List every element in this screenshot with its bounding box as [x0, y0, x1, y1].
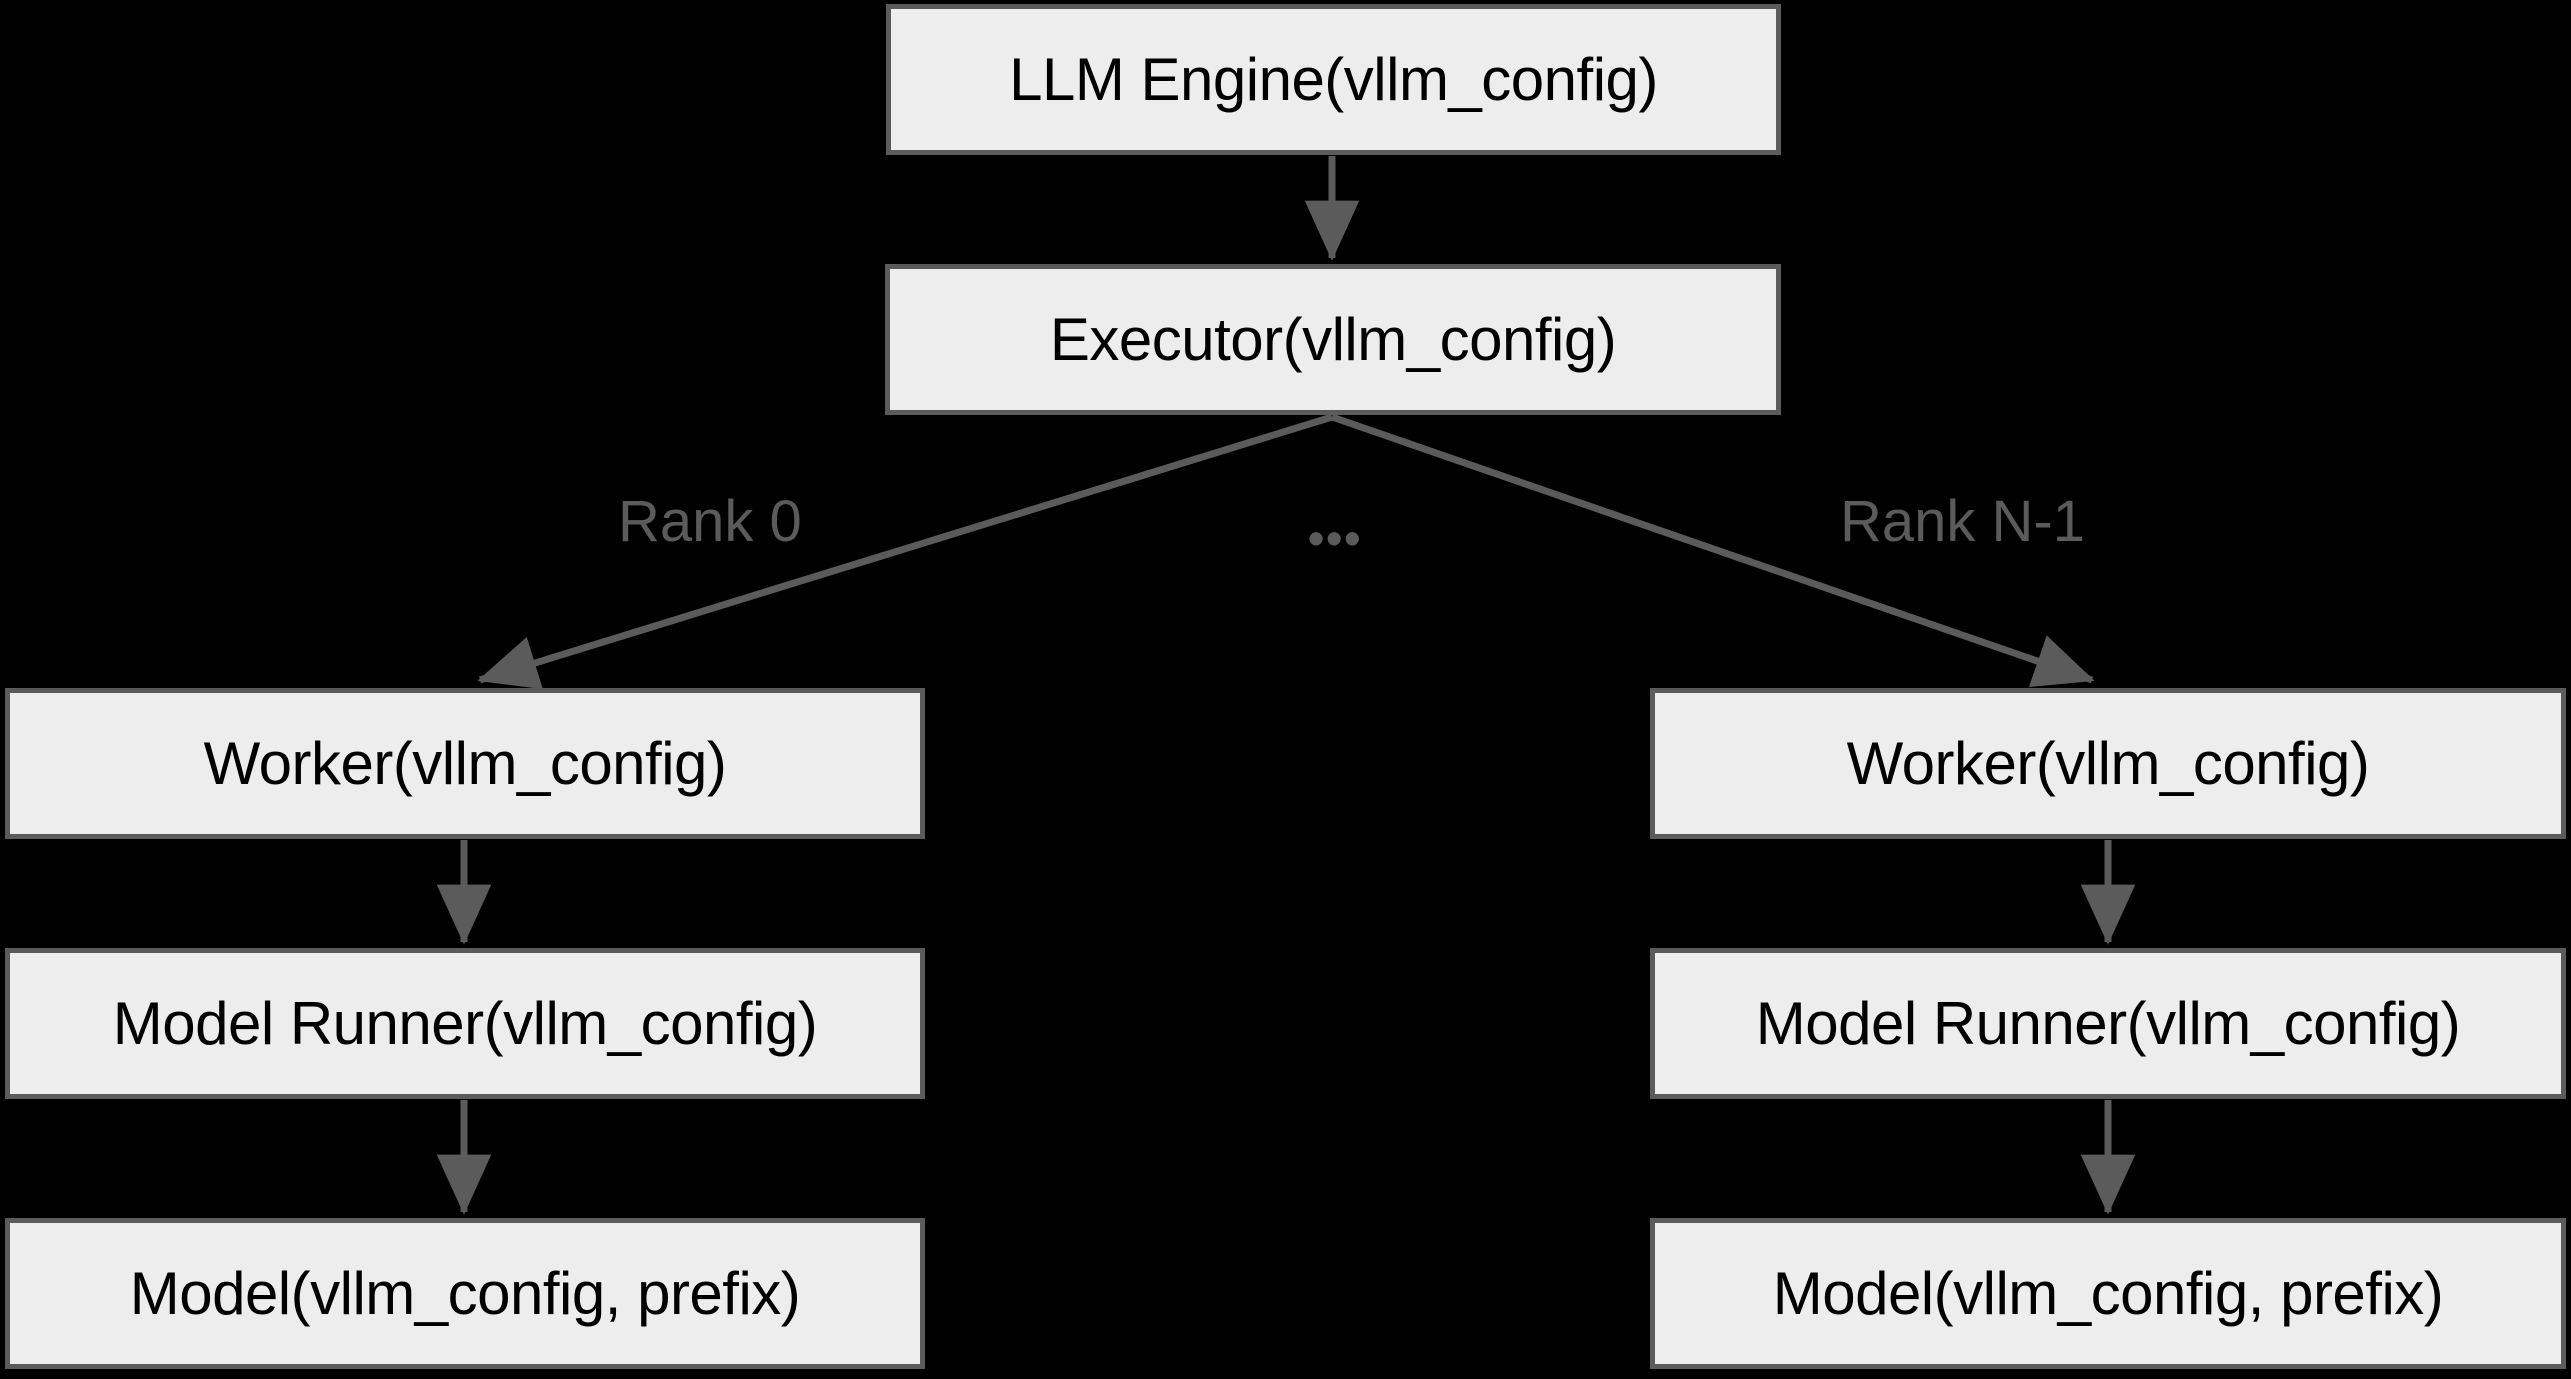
node-executor-label: Executor(vllm_config) [1049, 305, 1617, 373]
node-worker-rankn-label: Worker(vllm_config) [1846, 729, 2370, 797]
edge-label-rank-0: Rank 0 [618, 489, 802, 554]
node-worker-rank0-label: Worker(vllm_config) [203, 729, 727, 797]
edge-label-ellipsis: ••• [1308, 512, 1363, 564]
node-model-runner-rank0-label: Model Runner(vllm_config) [112, 989, 818, 1057]
edge-label-rank-n-minus-1: Rank N-1 [1840, 489, 2085, 554]
node-model-runner-rankn-label: Model Runner(vllm_config) [1755, 989, 2461, 1057]
node-model-rank0-label: Model(vllm_config, prefix) [129, 1259, 801, 1327]
node-model-runner-rank0[interactable]: Model Runner(vllm_config) [5, 948, 925, 1099]
node-model-rankn-label: Model(vllm_config, prefix) [1772, 1259, 2444, 1327]
node-model-rankn[interactable]: Model(vllm_config, prefix) [1650, 1218, 2566, 1369]
node-llm-engine-label: LLM Engine(vllm_config) [1009, 45, 1658, 113]
node-model-rank0[interactable]: Model(vllm_config, prefix) [5, 1218, 925, 1369]
node-llm-engine[interactable]: LLM Engine(vllm_config) [886, 4, 1781, 155]
node-executor[interactable]: Executor(vllm_config) [885, 264, 1781, 415]
node-worker-rankn[interactable]: Worker(vllm_config) [1650, 688, 2566, 839]
node-worker-rank0[interactable]: Worker(vllm_config) [5, 688, 925, 839]
edge-executor-to-worker-rank0 [477, 413, 1334, 690]
node-model-runner-rankn[interactable]: Model Runner(vllm_config) [1650, 948, 2566, 1099]
